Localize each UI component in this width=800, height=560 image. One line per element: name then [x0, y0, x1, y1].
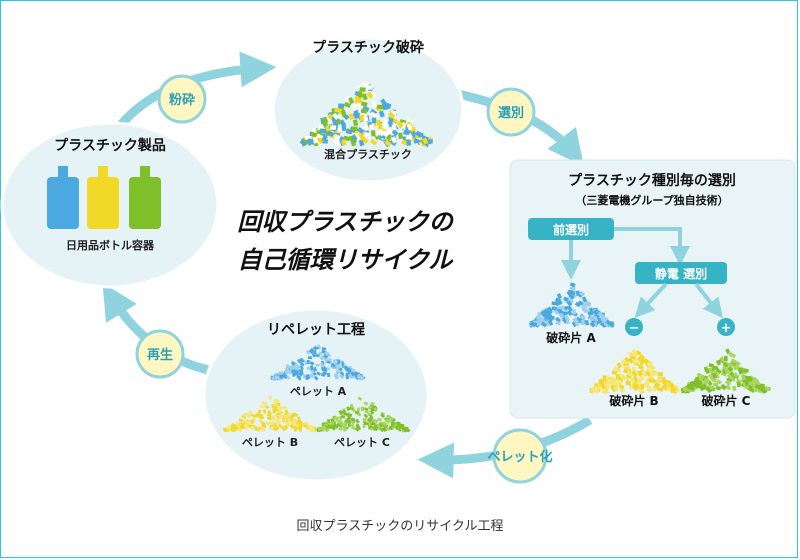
minus-icon [625, 318, 643, 336]
pre-sort-box [528, 218, 614, 240]
mixed-fragments-icon [297, 82, 433, 148]
pellet-c-pile-icon [315, 396, 411, 433]
arrow-to-electrostatic [614, 227, 690, 266]
badge-regenerate: 再生 [135, 329, 185, 379]
arrow-to-minus [634, 282, 668, 318]
pre-sort-label: 前選別 [553, 222, 589, 237]
bottle-blue-icon [47, 166, 79, 229]
minus-sign: − [629, 321, 640, 336]
node-repellet: リペレット工程 ペレット A ペレット B ペレット C [202, 307, 430, 483]
pellet-b-pile-icon [222, 395, 317, 433]
figure-caption: 回収プラスチックのリサイクル工程 [296, 519, 504, 534]
products-title: プラスチック製品 [54, 137, 166, 154]
badge-crush: 粉砕 [157, 74, 207, 124]
electrostatic-box [635, 262, 727, 284]
sorting-subtitle: （三菱電機グループ独自技術） [575, 193, 728, 207]
sorting-title: プラスチック種別毎の選別 [568, 172, 736, 189]
fragment-b-label: 破砕片 B [609, 393, 658, 408]
crushing-label: 混合プラスチック [324, 147, 412, 161]
bottle-yellow-icon [87, 166, 119, 229]
badge-pelletize-label: ペレット化 [487, 449, 552, 465]
fragment-b-pile-icon [589, 348, 680, 395]
fragment-a-pile-icon [528, 282, 615, 329]
pellet-b-label: ペレット B [242, 436, 298, 449]
bottle-green-icon [129, 166, 161, 229]
fragment-c-label: 破砕片 C [702, 393, 751, 408]
pellet-c-label: ペレット C [334, 436, 390, 449]
badge-pelletize: ペレット化 [487, 428, 553, 484]
plus-sign: + [721, 321, 732, 336]
repellet-title: リペレット工程 [267, 322, 365, 338]
badge-sort-label: 選別 [498, 105, 524, 121]
arrow-to-plus [694, 282, 723, 319]
node-sorting: プラスチック種別毎の選別 （三菱電機グループ独自技術） 前選別 静電 選別 − … [509, 159, 796, 419]
badge-crush-label: 粉砕 [169, 92, 195, 108]
pellet-a-label: ペレット A [290, 385, 347, 398]
badge-regenerate-label: 再生 [147, 347, 173, 363]
crushing-title: プラスチック破砕 [312, 39, 424, 56]
plus-icon [717, 318, 735, 336]
node-crushing: プラスチック破砕 混合プラスチック [271, 36, 465, 184]
fragment-c-pile-icon [680, 348, 771, 394]
title-line1: 回収プラスチックの [237, 208, 455, 236]
fragment-a-label: 破砕片 A [546, 330, 596, 345]
title-line2: 自己循環リサイクル [238, 246, 455, 274]
badge-sort: 選別 [486, 87, 536, 137]
electrostatic-label: 静電 選別 [655, 266, 707, 281]
products-label: 日用品ボトル容器 [66, 238, 155, 252]
pellet-a-pile-icon [270, 344, 366, 381]
node-products: プラスチック製品 日用品ボトル容器 [0, 121, 220, 289]
